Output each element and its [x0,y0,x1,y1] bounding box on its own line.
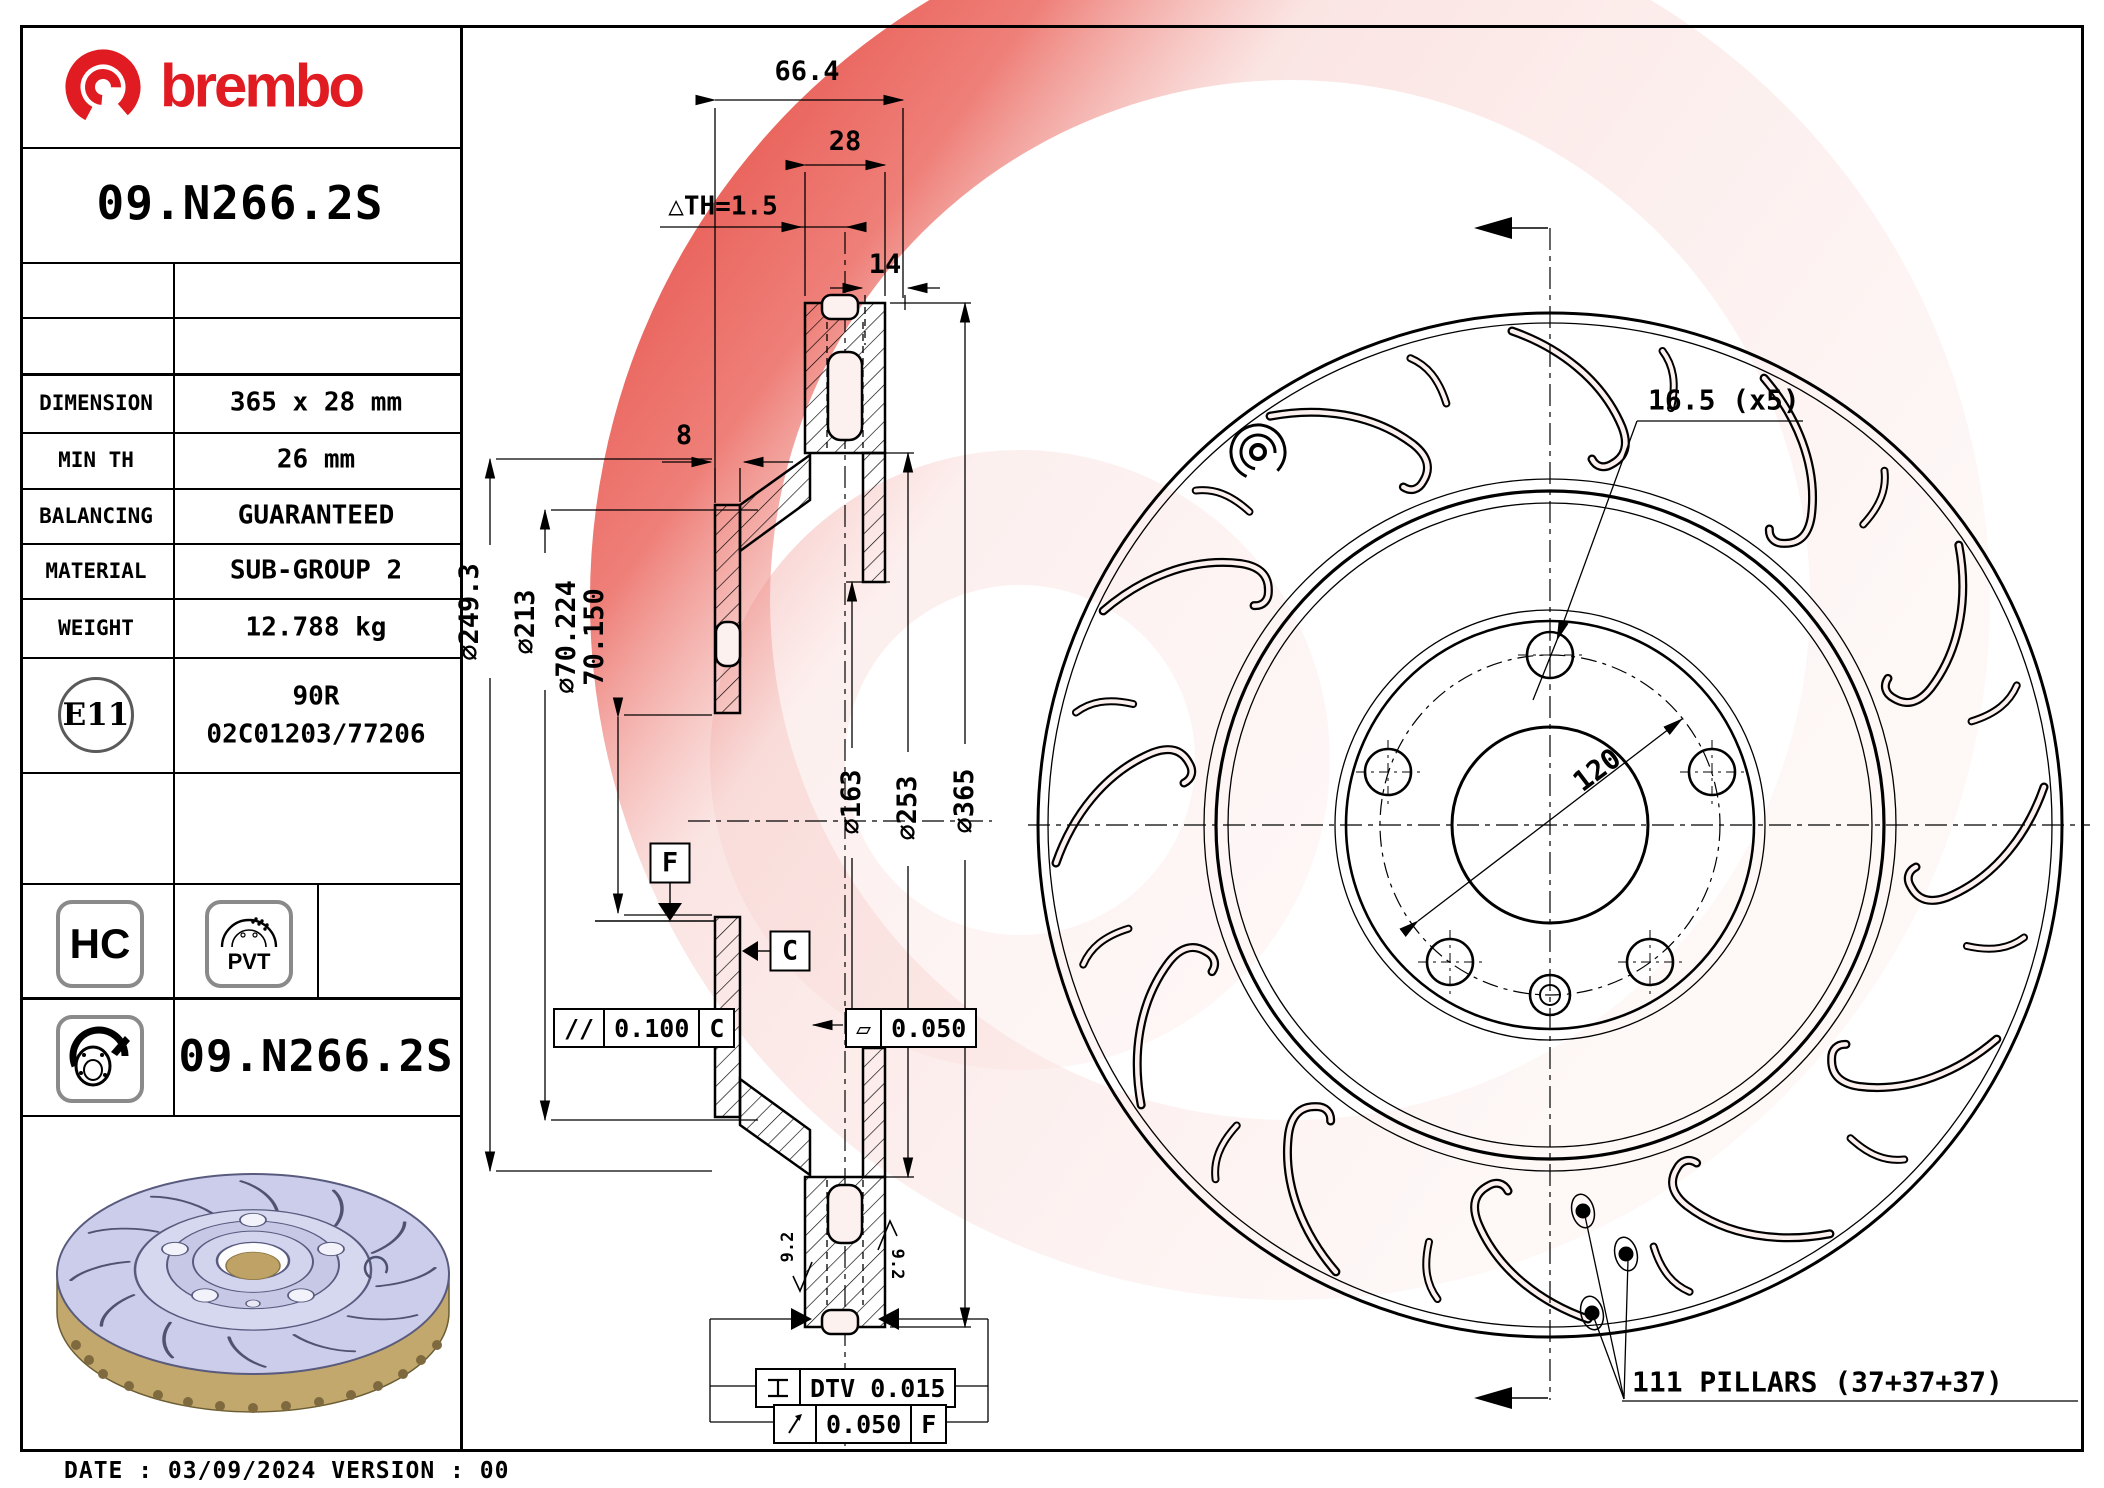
brand-wordmark: brembo [160,52,365,120]
table-line [20,772,463,774]
dtv-symbol-icon [757,1370,801,1406]
table-line [20,883,463,885]
part-number-repeat: 09.N266.2S [178,1030,454,1082]
parallelism-tolerance-frame: // 0.100 C [553,1008,736,1048]
dim-bore-min: 70.150 [578,588,610,686]
table-line [20,1115,463,1117]
roughness-right: 9.2 [886,1248,907,1280]
runout-symbol-icon [775,1406,817,1442]
row-label-balancing: BALANCING [39,503,153,528]
dtv-value: DTV 0.015 [810,1373,946,1403]
row-value-minth: 26 mm [276,444,356,475]
datum-f-flag: F [649,842,691,884]
homologation-line1: 90R [292,681,340,712]
parallelism-datum-ref: C [709,1013,725,1043]
row-label-dimension: DIMENSION [39,390,153,415]
runout-tolerance-frame: 0.050 F [773,1404,948,1444]
dim-bore-max: ∅70.224 [550,580,582,694]
row-value-balancing: GUARANTEED [237,500,395,531]
row-value-weight: 12.788 kg [245,612,387,643]
row-label-material: MATERIAL [45,558,147,583]
table-line [20,432,463,434]
table-line [20,262,463,264]
dim-dia-hat: ∅249.3 [453,563,485,661]
dtv-tolerance-frame: DTV 0.015 [755,1368,957,1408]
brembo-logo-icon [57,40,149,132]
pvt-badge: PVT [205,900,293,988]
dim-total-width: 66.4 [774,55,840,87]
disc-machining-icon [56,1015,144,1103]
table-line [20,997,463,1000]
dim-offset: 14 [868,248,902,280]
datum-c-flag: C [769,930,811,972]
table-line [20,317,463,319]
e11-homologation-badge: E11 [58,677,134,753]
dim-dia-cyl: ∅213 [509,589,541,655]
table-line [20,657,463,659]
dim-dia-outer: ∅365 [948,768,980,834]
label-hole-diameter: 16.5 (x5) [1648,383,1800,417]
row-label-weight: WEIGHT [58,615,134,640]
pvt-badge-label: PVT [227,949,271,974]
flatness-value: 0.050 [891,1013,967,1043]
footer-date-version: DATE : 03/09/2024 VERSION : 00 [64,1457,510,1484]
parallelism-value: 0.100 [605,1010,701,1046]
title-block-right-border [460,25,463,1449]
disc-render [46,1146,460,1446]
table-line [20,543,463,545]
flatness-tolerance-frame: ▱ 0.050 [845,1008,978,1048]
row-value-material: SUB-GROUP 2 [229,555,403,586]
pvt-disc-icon [220,917,278,948]
table-line [20,147,463,149]
table-line [20,373,463,376]
dim-ring-width: 28 [828,125,862,157]
roughness-left: 9.2 [778,1231,799,1263]
parallelism-symbol: // [555,1010,606,1046]
dim-dia-inner: ∅163 [835,769,867,835]
homologation-line2: 02C01203/77206 [206,719,426,750]
dim-wear-limit: △TH=1.5 [668,191,778,222]
hc-badge: HC [56,900,144,988]
label-pillars: 111 PILLARS (37+37+37) [1632,1365,2003,1399]
row-label-minth: MIN TH [58,447,134,472]
hc-badge-label: HC [69,920,131,967]
dim-dia-pad: ∅253 [891,775,923,841]
row-value-dimension: 365 x 28 mm [229,387,403,418]
part-number: 09.N266.2S [96,175,384,230]
table-line [20,488,463,490]
flatness-symbol: ▱ [847,1010,883,1046]
runout-datum-ref: F [921,1409,937,1439]
table-column-divider [317,883,319,999]
table-column-divider [173,262,175,1117]
table-line [20,598,463,600]
dim-plate-thickness: 8 [675,419,693,451]
runout-value: 0.050 [817,1406,913,1442]
